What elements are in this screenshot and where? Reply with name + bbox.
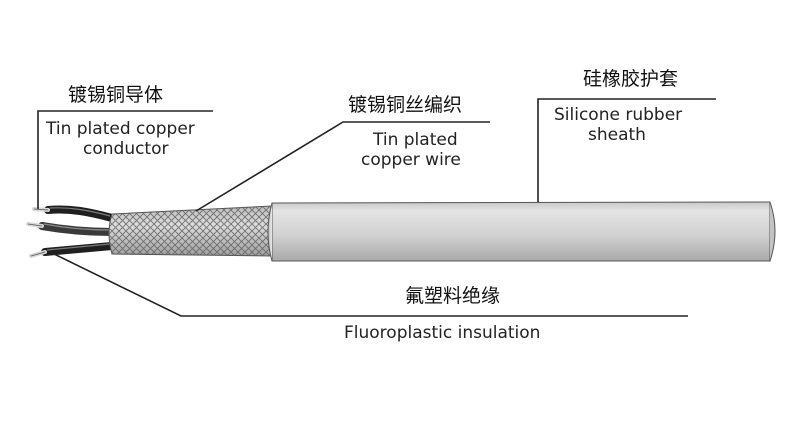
insulated-wires	[26, 205, 116, 258]
braid-shield	[108, 205, 273, 257]
insulation-label-en: Fluoroplastic insulation	[344, 323, 541, 343]
silicone-sheath	[267, 201, 776, 262]
sheath-label-en-line2: sheath	[588, 125, 646, 145]
braid-label-zh: 镀锡铜丝编织	[348, 94, 463, 116]
sheath-label-zh: 硅橡胶护套	[583, 68, 679, 90]
sheath-label-en-line1: Silicone rubber	[554, 105, 683, 125]
leader-braid	[195, 121, 490, 212]
braid-label-en-line2: copper wire	[361, 150, 461, 170]
braid-label-en-line1: Tin plated	[373, 130, 458, 150]
leader-conductor	[37, 110, 213, 209]
leader-insulation	[49, 251, 688, 317]
wire-middle	[38, 222, 116, 236]
conductor-label-zh: 镀锡铜导体	[68, 84, 164, 106]
wire-top	[44, 205, 116, 222]
leader-sheath	[537, 98, 716, 202]
conductor-label-en-line2: conductor	[83, 139, 169, 159]
insulation-label-zh: 氟塑料绝缘	[405, 285, 501, 307]
wire-bottom	[41, 242, 116, 256]
conductor-label-en-line1: Tin plated copper	[46, 119, 195, 139]
leader-lines	[37, 98, 716, 317]
